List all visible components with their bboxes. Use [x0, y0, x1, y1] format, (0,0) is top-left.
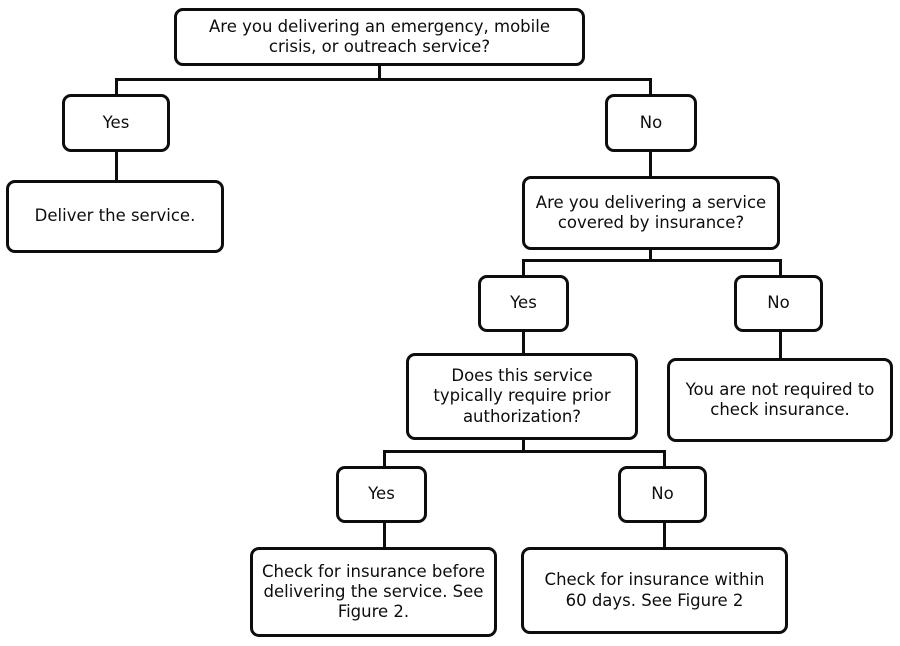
node-auth-no-label: No	[651, 484, 674, 504]
edge-covered-split-bar	[522, 259, 782, 262]
edge-root-to-no	[649, 78, 652, 96]
edge-prior-auth-stem	[522, 438, 525, 452]
node-not-required-label: You are not required to check insurance.	[685, 379, 875, 419]
node-root-yes: Yes	[62, 94, 170, 152]
edge-no-to-covered-question	[649, 150, 652, 178]
node-deliver-service-label: Deliver the service.	[34, 206, 196, 226]
node-auth-yes-label: Yes	[368, 484, 395, 504]
edge-root-to-yes	[115, 78, 118, 96]
node-check-before-label: Check for insurance before delivering th…	[262, 561, 485, 622]
edge-covered-no-to-not-required	[779, 330, 782, 360]
node-check-before: Check for insurance before delivering th…	[250, 547, 497, 637]
node-auth-yes: Yes	[336, 466, 427, 523]
edge-root-stem	[378, 64, 381, 80]
node-covered-question-label: Are you delivering a service covered by …	[535, 192, 767, 232]
edge-yes-to-deliver	[115, 150, 118, 182]
node-deliver-service: Deliver the service.	[6, 180, 224, 253]
edge-root-split-bar	[115, 78, 652, 81]
edge-covered-stem	[649, 248, 652, 262]
node-check-within-60-label: Check for insurance within 60 days. See …	[544, 570, 765, 610]
node-prior-auth-question: Does this service typically require prio…	[406, 353, 638, 440]
node-covered-no-label: No	[767, 293, 790, 313]
node-root-question-label: Are you delivering an emergency, mobile …	[209, 16, 550, 56]
edge-auth-yes-to-check-before	[383, 521, 386, 550]
node-prior-auth-question-label: Does this service typically require prio…	[433, 366, 611, 426]
edge-covered-yes-to-prior-auth	[522, 330, 525, 356]
edge-prior-auth-to-yes	[383, 450, 386, 468]
node-not-required: You are not required to check insurance.	[667, 358, 893, 442]
edge-covered-to-yes	[522, 259, 525, 277]
node-covered-question: Are you delivering a service covered by …	[522, 176, 780, 250]
edge-covered-to-no	[779, 259, 782, 277]
node-root-no-label: No	[639, 112, 663, 132]
node-auth-no: No	[618, 466, 707, 523]
node-root-no: No	[605, 94, 697, 152]
node-root-question: Are you delivering an emergency, mobile …	[174, 8, 585, 66]
edge-prior-auth-split-bar	[383, 450, 666, 453]
node-covered-no: No	[734, 275, 823, 332]
node-check-within-60: Check for insurance within 60 days. See …	[521, 547, 788, 634]
node-root-yes-label: Yes	[102, 112, 130, 132]
node-covered-yes-label: Yes	[510, 293, 537, 313]
node-covered-yes: Yes	[478, 275, 569, 332]
edge-auth-no-to-check-within-60	[663, 521, 666, 550]
edge-prior-auth-to-no	[663, 450, 666, 468]
